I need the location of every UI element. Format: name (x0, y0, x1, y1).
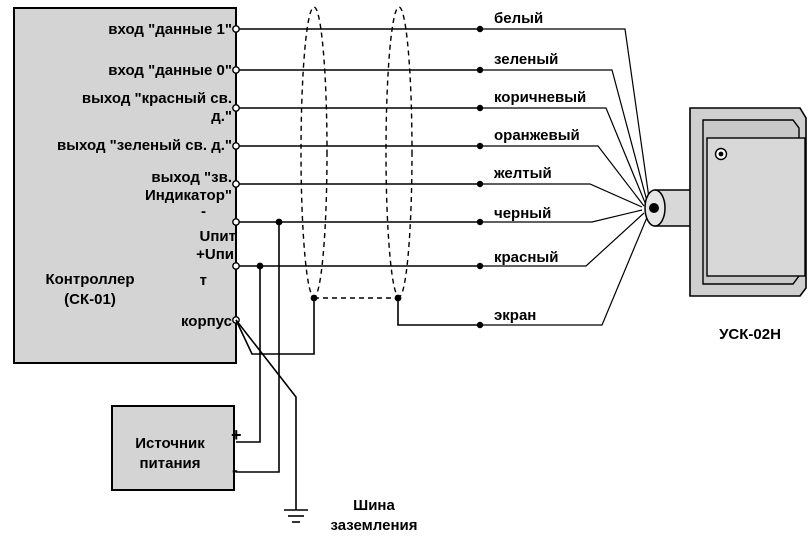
controller-terminals (232, 25, 240, 324)
ground-label-line2: заземления (331, 517, 418, 534)
wire-label-red: красный (494, 249, 558, 266)
terminal-label-buzzer-line2: Индикатор" (145, 187, 232, 204)
terminal-label-buzzer-line1: выход "зв. (151, 169, 232, 186)
cable-bundle (480, 28, 651, 326)
terminal-label-chassis: корпус (181, 313, 232, 330)
reader-cable-entry-icon (649, 203, 659, 213)
power-supply-title-line1: Источник (135, 435, 205, 452)
bundle-strand (480, 145, 645, 207)
terminal-label-minus-line2: Uпит (200, 228, 236, 245)
terminal-dot (232, 218, 240, 226)
shield-junction-dot (394, 294, 402, 302)
wire-label-white: белый (494, 10, 543, 27)
signal-wires (236, 28, 480, 326)
bundle-strand (480, 214, 649, 326)
terminal-dot (232, 104, 240, 112)
terminal-label-minus-line1: - (201, 203, 206, 220)
controller-title-line1: Контроллер (45, 271, 134, 288)
terminal-dot (232, 66, 240, 74)
reader-front-panel (706, 137, 806, 277)
controller-box (13, 7, 237, 364)
power-supply-box (111, 405, 235, 491)
terminal-label-plus-line1: +Uпи (196, 246, 234, 263)
reader-led-center (718, 151, 724, 157)
wire-plus-to-psu (236, 266, 261, 443)
wire-chassis-to-ground (235, 319, 297, 510)
terminal-dot (232, 25, 240, 33)
power-supply-plus: + (231, 425, 242, 445)
terminal-label-red-led-line1: выход "красный св. (82, 90, 232, 107)
bundle-strand (480, 209, 643, 223)
wire-labels: белый зеленый коричневый оранжевый желты… (476, 10, 586, 329)
wire-label-green: зеленый (494, 51, 558, 68)
shield-ellipse-right (385, 6, 413, 298)
bundle-strand (480, 107, 647, 206)
controller-title-line2: (СК-01) (64, 291, 116, 308)
terminal-label-data1: вход "данные 1" (108, 21, 232, 38)
terminal-label-green-led: выход "зеленый св. д." (57, 137, 232, 154)
terminal-dot (232, 142, 240, 150)
wire-shield (397, 298, 480, 326)
wire-label-yellow: желтый (493, 165, 552, 182)
reader-label: УСК-02Н (719, 326, 781, 343)
ground-label-line1: Шина (353, 497, 395, 514)
terminal-label-data0: вход "данные 0" (108, 62, 232, 79)
wire-label-shield: экран (494, 307, 536, 324)
wire-chassis-to-shield (235, 298, 315, 355)
shield-ellipse-left (300, 6, 328, 298)
bundle-strand (480, 28, 651, 206)
wire-minus-to-psu (236, 222, 280, 473)
wire-label-black: черный (494, 205, 551, 222)
bundle-strand (480, 212, 645, 267)
power-supply-block: Источник питания + - (111, 405, 242, 491)
wire-label-orange: оранжевый (494, 127, 580, 144)
bundle-strand (480, 69, 649, 206)
terminal-label-red-led-line2: д." (211, 108, 232, 125)
power-wiring (235, 218, 315, 510)
reader-device: УСК-02Н (644, 107, 807, 343)
terminal-dot (232, 180, 240, 188)
controller-block: Контроллер (СК-01) вход "данные 1" вход … (13, 7, 237, 364)
terminal-label-plus-line2: т (200, 272, 207, 289)
terminal-dot (232, 262, 240, 270)
power-supply-minus: - (232, 460, 238, 480)
bundle-strand (480, 183, 643, 208)
ground-symbol: Шина заземления (284, 497, 418, 534)
cable-shield (300, 6, 413, 302)
power-supply-title-line2: питания (139, 455, 200, 472)
wire-label-brown: коричневый (494, 89, 586, 106)
